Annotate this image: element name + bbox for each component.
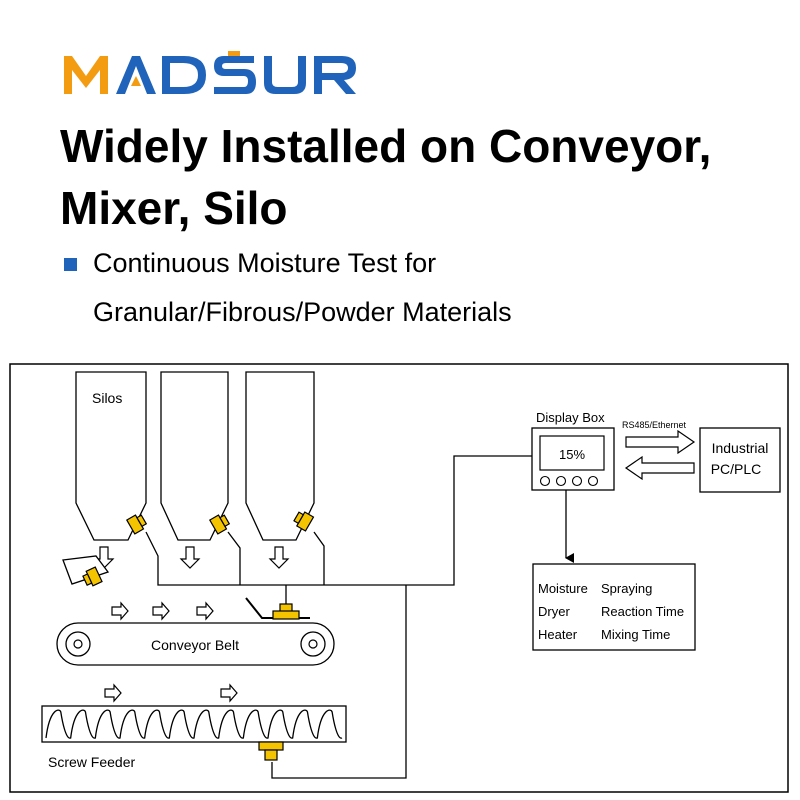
headline-line-1: Widely Installed on Conveyor, [60,120,712,172]
headline: Widely Installed on Conveyor, Mixer, Sil… [60,115,790,239]
headline-line-2: Mixer, Silo [60,182,288,234]
moisture-sensor-icon [272,603,300,620]
bullet-square-icon [64,258,77,271]
display-button-2 [555,475,567,487]
screw-auger [45,709,343,739]
output-col1-item: Dryer [538,604,570,619]
output-col1-item: Moisture [538,581,588,596]
down-arrow-icon [179,546,201,569]
comm-label: RS485/Ethernet [622,420,687,430]
bullet-text-line-2: Granular/Fibrous/Powder Materials [93,297,512,327]
display-screen [539,435,605,471]
installation-diagram: Silos Conveyor Belt [9,363,789,793]
down-arrow-icon [268,546,290,569]
output-parameters-box [532,563,696,651]
display-box-label: Display Box [536,410,605,425]
silos [75,371,315,541]
moisture-sensor-icon [82,566,103,587]
screw-flow-arrows [104,683,238,703]
display-button-1 [539,475,551,487]
left-hollow-arrow-icon [624,455,695,481]
silo-sensors [125,511,315,535]
conveyor-belt-label: Conveyor Belt [151,637,239,653]
bullet-text-line-1: Continuous Moisture Test for [93,248,437,278]
right-arrow-icon [196,601,214,621]
madsur-logo [64,51,356,94]
moisture-sensor-icon [258,741,284,761]
display-button-4 [587,475,599,487]
output-col2-item: Reaction Time [601,604,684,619]
silo-1 [75,371,147,541]
silos-label: Silos [92,390,122,406]
chute [62,555,110,585]
conveyor-belt [56,622,335,666]
output-col1-item: Heater [538,627,578,642]
conveyor-flow-arrows [111,601,214,621]
output-col2-item: Spraying [601,581,652,596]
right-arrow-icon [111,601,129,621]
sensor-cables [145,455,532,779]
plc-box [699,427,781,493]
moisture-sensor-icon [293,511,315,532]
screw-feeder-label: Screw Feeder [48,754,135,770]
right-arrow-icon [152,601,170,621]
right-arrow-icon [220,683,238,703]
display-buttons [539,475,599,487]
moisture-sensor-icon [208,514,231,535]
plc-label-line-2: PC/PLC [711,461,762,477]
logo-mark [64,51,356,94]
silo-3 [245,371,315,541]
output-col2-item: Mixing Time [601,627,670,642]
moisture-sensor-icon [125,514,148,535]
display-value: 15% [559,447,585,462]
plc-label-line-1: Industrial [712,440,769,456]
silo-2 [160,371,229,541]
right-arrow-icon [104,683,122,703]
display-button-3 [571,475,583,487]
right-hollow-arrow-icon [625,429,696,455]
